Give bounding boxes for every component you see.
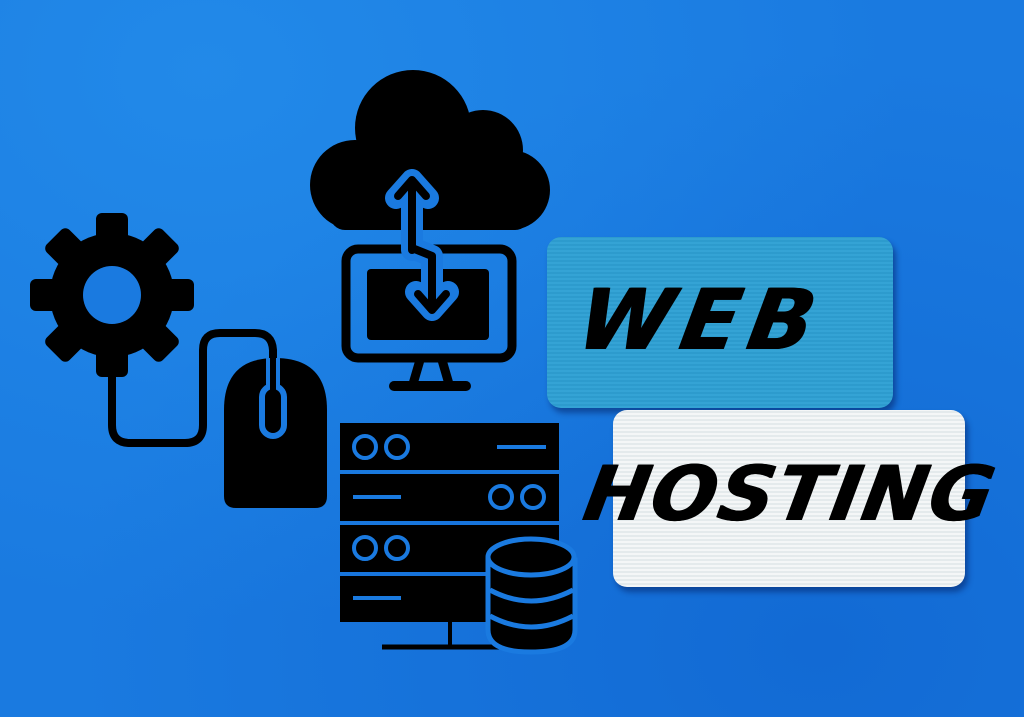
cloud-icon: [310, 70, 550, 230]
database-icon: [485, 536, 578, 655]
hosting-tag: HOSTING: [578, 410, 1004, 587]
mouse-cable: [108, 329, 277, 447]
mouse-icon: [224, 355, 327, 508]
hosting-label: HOSTING: [578, 449, 1004, 538]
sync-arrows-icon: [385, 169, 459, 321]
web-label: WEB: [571, 270, 833, 369]
web-tag: WEB: [547, 237, 893, 408]
gear-icon: [30, 213, 194, 377]
